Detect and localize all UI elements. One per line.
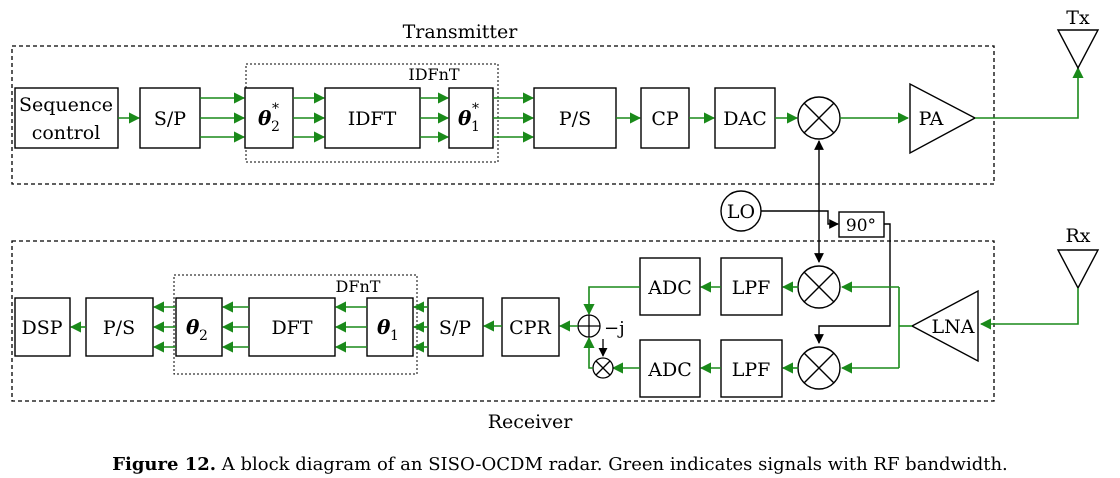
rx-bottom-mixer-icon [797,346,841,390]
rx-top-mixer-icon [797,265,841,309]
idfnt-label: IDFnT [408,65,460,84]
tx-antenna-icon [1056,29,1100,70]
lpf-top-block [720,257,783,316]
lpf-top-label: LPF [732,277,771,299]
rx-ps-label: P/S [103,317,135,339]
phase-shift-label: 90° [846,216,876,236]
adc-top-label: ADC [647,277,692,299]
dfnt-label: DFnT [336,277,381,296]
figure-caption: Figure 12. A block diagram of an SISO-OC… [112,454,1008,475]
tx-ps-block [533,87,617,149]
theta2-symbol: θ [186,315,200,339]
tx-ps-label: P/S [559,108,591,130]
dac-label: DAC [723,108,767,130]
svg-text:θ: θ [458,106,472,130]
sequence-control-label-1: Sequence [19,94,113,116]
idft-label: IDFT [348,108,397,130]
cpr-block [501,297,560,357]
theta2-star-sup: * [272,101,279,117]
rx-antenna-label: Rx [1065,225,1090,247]
theta2-star-sub: 2 [271,119,280,135]
cpr-label: CPR [509,317,551,339]
dsp-label: DSP [21,317,62,339]
tx-antenna-label: Tx [1066,7,1090,29]
minus-j-label: −j [604,318,625,339]
svg-text:θ: θ [186,315,200,339]
theta1-star-block [448,87,494,149]
svg-text:θ: θ [377,315,391,339]
caption-text: A block diagram of an SISO-OCDM radar. G… [216,454,1008,475]
theta1-sub: 1 [390,328,399,344]
lna-amplifier [910,289,979,363]
transmitter-box [11,45,995,185]
rx-sp-label: S/P [439,317,471,339]
idfnt-group-box [245,63,499,163]
theta1-star-symbol: θ [458,106,472,130]
transmitter-label: Transmitter [403,21,519,43]
cp-label: CP [651,108,679,130]
theta1-star-sup: * [472,101,479,117]
pa-amplifier [909,82,977,155]
dac-block [714,87,776,149]
theta2-star-symbol: θ [258,106,272,130]
lpf-bottom-label: LPF [732,359,771,381]
adc-top-block [639,257,701,316]
pa-label: PA [919,108,944,130]
theta2-sub: 2 [199,328,208,344]
phase-shift-block [838,211,885,238]
receiver-label: Receiver [488,411,573,433]
rx-antenna-icon [1056,249,1100,290]
theta1-symbol: θ [377,315,391,339]
rx-ps-block [85,297,154,357]
theta2-block [175,297,223,357]
receiver-box [11,240,995,402]
dsp-block [14,297,71,357]
lna-label: LNA [932,316,975,338]
lo-label: LO [727,201,755,223]
sequence-control-label-2: control [32,122,101,144]
dft-label: DFT [271,317,312,339]
theta1-star-sub: 1 [471,119,480,135]
lpf-bottom-block [720,339,783,398]
theta1-block [366,297,414,357]
rx-small-multiplier-icon [592,357,614,379]
sequence-control-block [14,87,119,149]
adc-bottom-label: ADC [647,359,692,381]
tx-sp-label: S/P [154,108,186,130]
tx-mixer-icon [797,96,841,140]
svg-text:θ: θ [258,106,272,130]
theta2-star-block [244,87,294,149]
dft-block [248,297,336,357]
adc-bottom-block [639,339,701,398]
caption-label: Figure 12. [112,454,216,475]
rx-summer-icon [577,314,601,338]
idft-block [324,87,421,149]
